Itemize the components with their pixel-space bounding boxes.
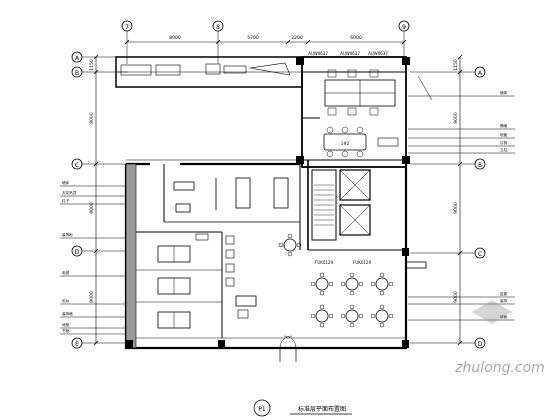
axis-label: E — [75, 341, 79, 348]
dim-label: 2200 — [291, 35, 303, 41]
dim-label: 6000 — [350, 35, 362, 41]
top-dimension-chain: 8000 5700 2200 6000 — [124, 35, 407, 45]
callout-label: 隔墙 — [500, 123, 508, 128]
callout-label: 墙体 — [500, 90, 508, 95]
drawing-title: 标准层平面布置图 — [298, 405, 346, 413]
chair-column — [225, 235, 257, 319]
dim-label: 1150 — [453, 59, 459, 71]
round-table — [370, 272, 394, 296]
axis-label: A — [75, 55, 80, 62]
round-table — [340, 304, 364, 328]
cafe-tables — [278, 233, 394, 328]
dim-label: 9000 — [453, 202, 459, 214]
axis-label: 7 — [125, 24, 129, 31]
top-axis-markers: 7 8 9 — [121, 20, 410, 64]
callout-label: 装饰柜 — [62, 232, 73, 237]
watermark-text: zhulong.com — [454, 360, 545, 376]
left-room-tables — [136, 245, 222, 329]
left-dimension-chain: 1150 8000 8000 8000 — [89, 54, 99, 346]
axis-label: C — [75, 162, 79, 169]
room-tag: AUW0637 — [368, 51, 388, 56]
axis-label: A — [478, 70, 483, 77]
drawing-number: P1 — [258, 406, 266, 413]
dim-label: 8000 — [89, 202, 95, 214]
callout-label: 装饰 — [500, 298, 508, 303]
callout-label: 地面 — [500, 132, 508, 137]
building-walls — [115, 56, 433, 362]
dim-label: 8000 — [89, 291, 95, 303]
stair — [314, 184, 334, 226]
round-table — [310, 272, 334, 296]
meeting-furniture — [173, 177, 289, 241]
left-callouts: 墙体 天花吊顶 柱子 装饰柜 电视 前台 装饰墙 地柜 书柜 — [60, 180, 128, 335]
dim-label: 5700 — [247, 35, 259, 41]
callout-label: 墙面 — [500, 314, 508, 319]
round-table — [310, 304, 334, 328]
dim-label: 8000 — [89, 112, 95, 124]
callout-label: 前台 — [62, 298, 70, 303]
axis-label: C — [478, 251, 482, 258]
dim-label: 9000 — [453, 112, 459, 124]
axis-label: 8 — [216, 24, 220, 31]
room-tag: AUW0637 — [308, 51, 328, 56]
axis-label: D — [75, 249, 80, 256]
callout-label: 灯具 — [500, 140, 508, 145]
room-tag: AUW0637 — [340, 51, 360, 56]
round-table — [278, 233, 302, 257]
axis-marker-right-d: D — [410, 337, 486, 349]
round-table — [370, 304, 394, 328]
room-tags: AUW0637 AUW0637 AUW0637 FUK0129 FUK0129 — [308, 51, 388, 265]
dim-label: 8000 — [169, 35, 181, 41]
table-label: 1#2 — [341, 141, 350, 146]
left-axis-markers: A B C D E — [71, 51, 128, 349]
callout-label: 天花吊顶 — [62, 190, 77, 195]
callout-label: 立柱 — [500, 147, 508, 152]
axis-label: B — [478, 162, 482, 169]
axis-marker-right-c: C — [410, 247, 486, 259]
callout-label: 柱子 — [62, 198, 70, 203]
right-callouts: 墙体 隔墙 地面 灯具 立柱 盆景 装饰 墙面 — [408, 90, 515, 321]
axis-marker-right-b: B — [410, 158, 486, 170]
axis-marker-left-d: D — [71, 245, 128, 257]
round-table — [340, 272, 364, 296]
callout-label: 装饰墙 — [62, 311, 73, 316]
lift-tag: FUK0129 — [315, 260, 333, 265]
callout-label: 墙体 — [62, 180, 70, 185]
right-axis-markers: A B C D — [410, 66, 486, 349]
axis-marker-top-8: 8 — [212, 20, 224, 64]
axis-marker-top-7: 7 — [121, 20, 133, 64]
axis-label: D — [478, 341, 483, 348]
callout-label: 地柜 — [62, 322, 70, 327]
watermark: zhulong.com — [454, 300, 545, 376]
axis-marker-left-c: C — [71, 158, 128, 170]
callout-label: 盆景 — [500, 291, 508, 296]
drawing-title-block: P1 标准层平面布置图 — [253, 399, 352, 417]
axis-label: 9 — [402, 24, 406, 31]
axis-label: B — [75, 70, 79, 77]
axis-marker-right-a: A — [410, 66, 486, 78]
dim-label: 1150 — [89, 59, 95, 71]
office-desks: 1#2 — [323, 69, 399, 158]
callout-label: 电视 — [62, 270, 70, 275]
callout-label: 书柜 — [62, 328, 70, 333]
right-dimension-chain: 1150 9000 9000 9000 — [453, 54, 463, 346]
axis-marker-left-e: E — [71, 337, 128, 349]
lift-tag: FUK0129 — [353, 260, 371, 265]
